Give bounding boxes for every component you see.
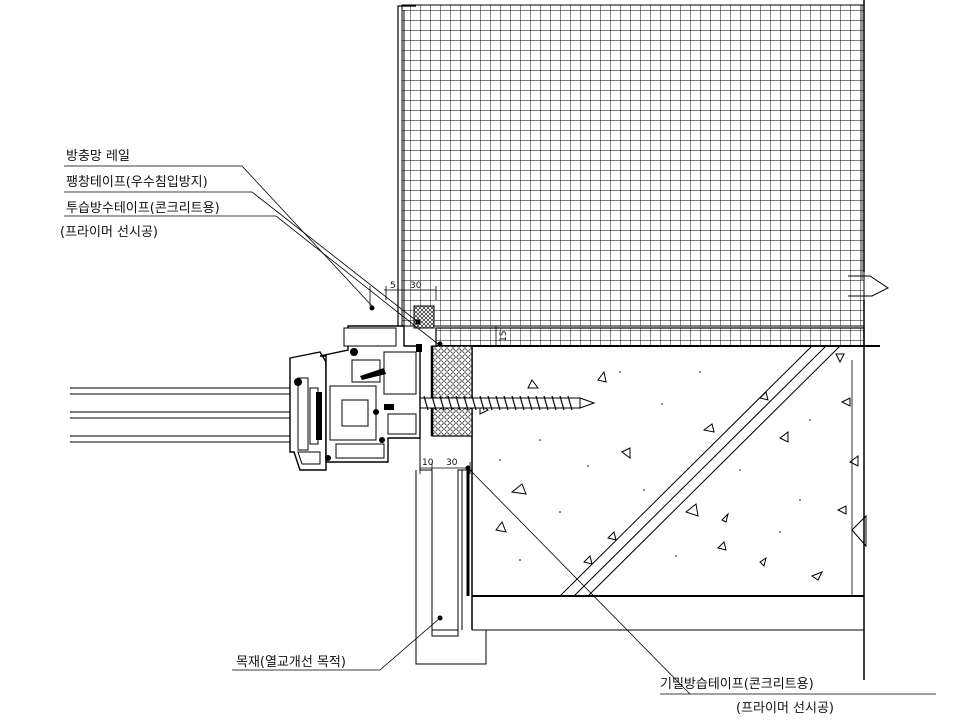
dim-side-depth: 15 xyxy=(499,331,509,342)
insulation-block xyxy=(397,0,889,330)
leader-dots xyxy=(369,305,471,621)
label-breathable-tape: 투습방수테이프(콘크리트용) xyxy=(66,201,220,216)
label-airtight-tape: 기밀방습테이프(콘크리트용) xyxy=(660,677,814,692)
dimension-marks xyxy=(369,286,500,474)
leader-lines xyxy=(64,165,936,695)
window-frame xyxy=(289,325,421,471)
label-airtight-tape-note: (프라이머 선시공) xyxy=(736,701,834,716)
dim-bottom-width: 30 xyxy=(446,458,458,468)
label-wood: 목재(열교개선 목적) xyxy=(236,655,346,670)
glass-panes xyxy=(70,387,300,443)
label-breathable-tape-note: (프라이머 선시공) xyxy=(60,225,158,240)
label-screen-rail: 방충망 레일 xyxy=(66,149,130,164)
dim-top-width: 30 xyxy=(410,281,422,291)
concrete-slab xyxy=(471,300,867,680)
dim-bottom-gap: 10 xyxy=(422,458,434,468)
dim-top-gap: 5 xyxy=(390,281,396,291)
foam-fill xyxy=(413,305,473,437)
label-expansion-tape: 팽창테이프(우수침입방지) xyxy=(66,175,208,190)
frame-details xyxy=(294,319,422,461)
